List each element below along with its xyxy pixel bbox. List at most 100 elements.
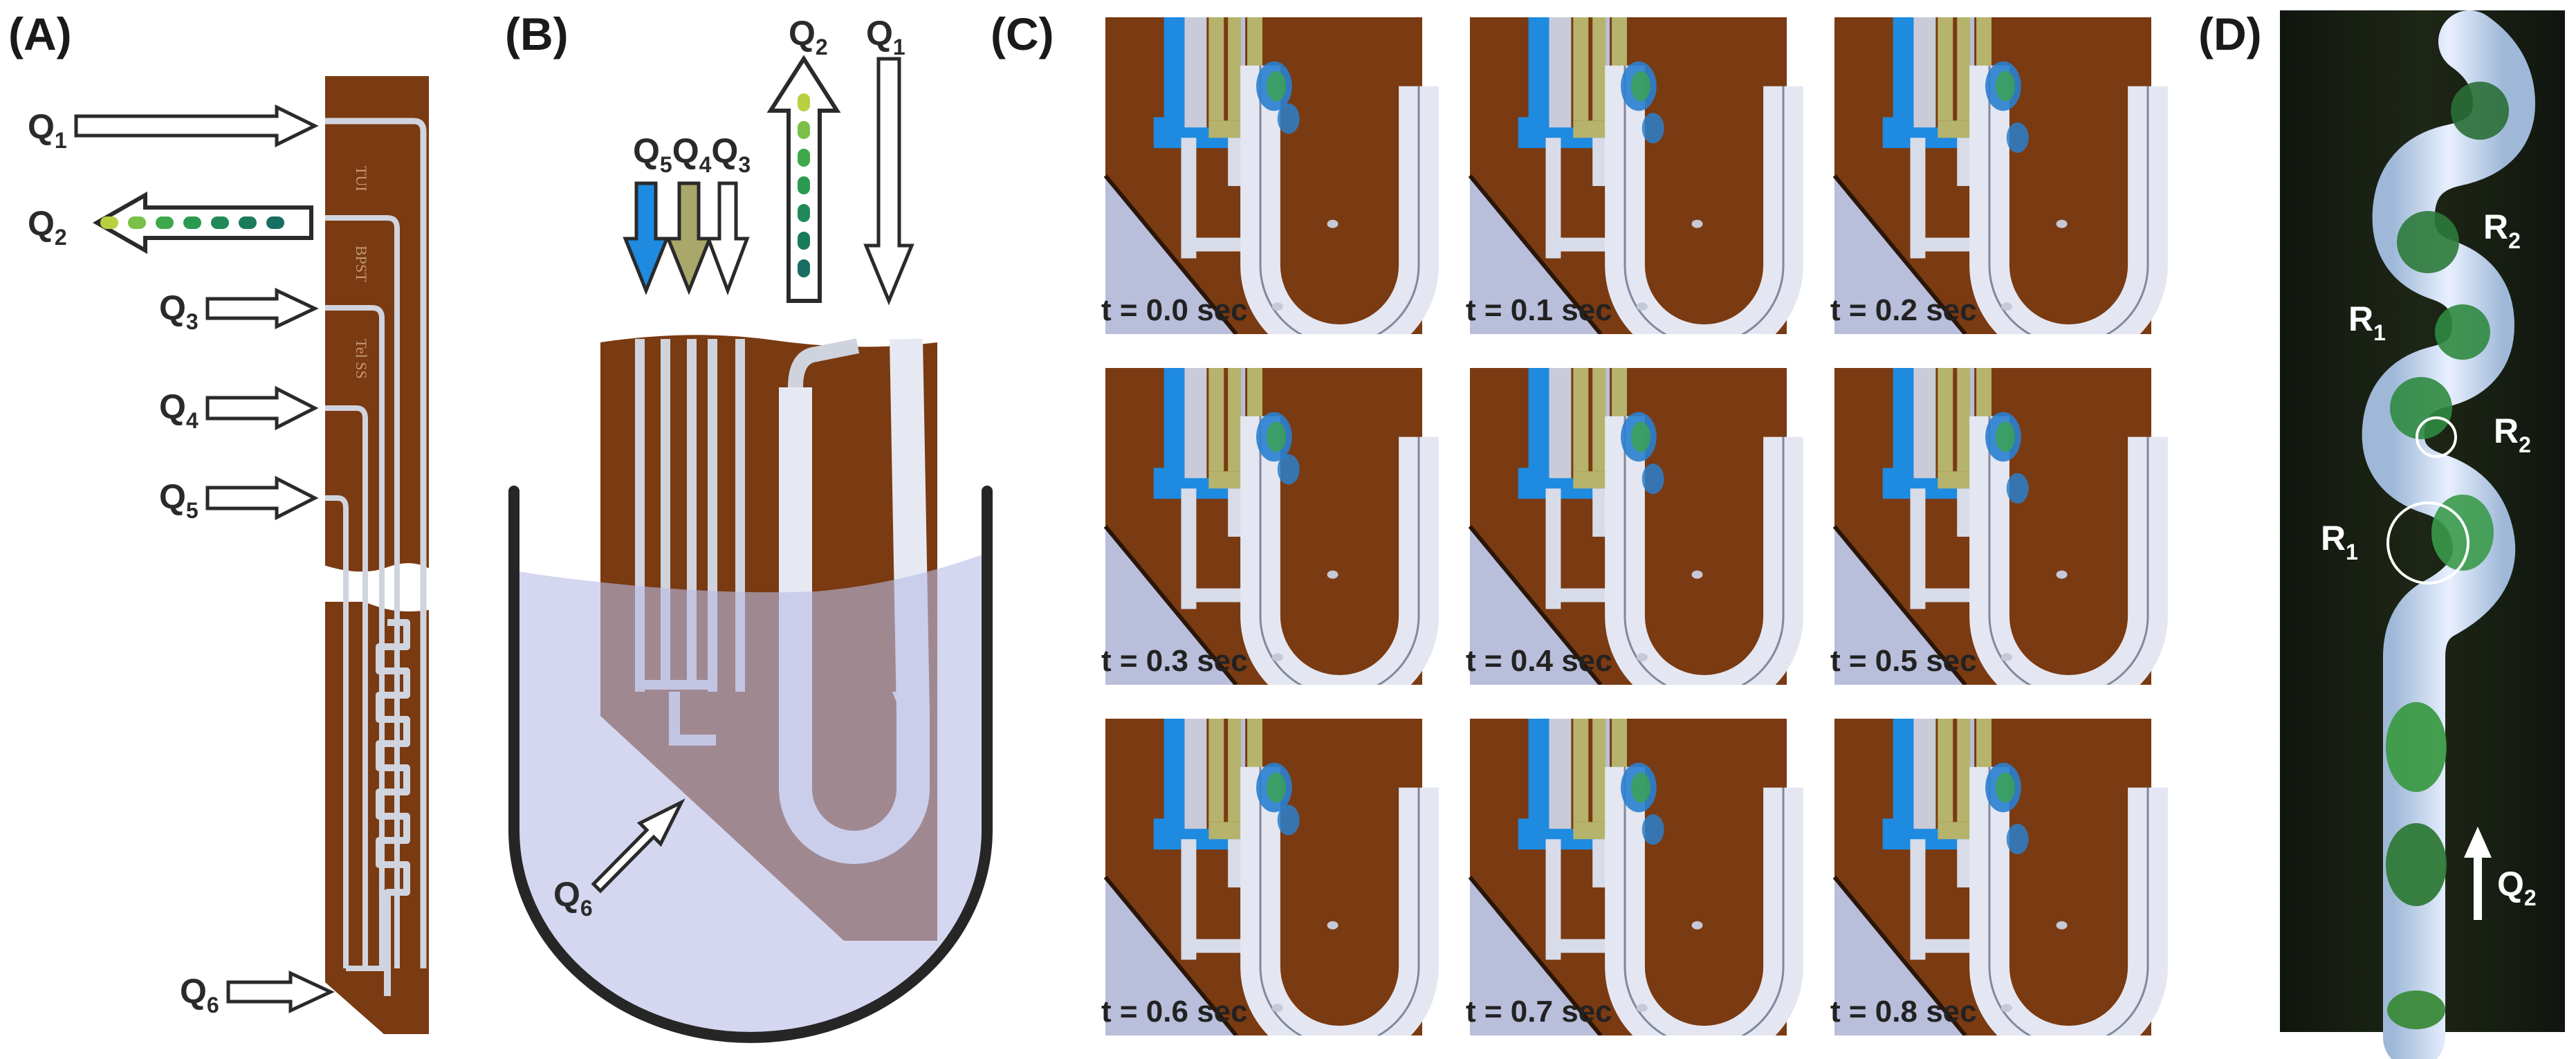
b-q2-droplets <box>798 93 810 277</box>
svg-text:Q2: Q2 <box>2497 865 2537 910</box>
d-flow-arrow <box>2464 827 2492 920</box>
q3-inlet-arrow: Q3 <box>159 288 319 334</box>
frame-droplet <box>2006 824 2029 855</box>
frame-6: t = 0.5 sec <box>1830 368 2151 695</box>
r1-sub: 1 <box>2346 540 2358 564</box>
frame-time-label: t = 0.7 sec <box>1466 995 1612 1029</box>
frame-7: t = 0.6 sec <box>1101 719 1422 1046</box>
r2-sub: 2 <box>2519 432 2531 457</box>
panel-a-chip: TUI BPST Tel SS <box>320 76 436 1034</box>
b-q2-arrow: Q2 <box>766 14 841 303</box>
b-q4-label: Q <box>672 131 699 170</box>
svg-text:Q5Q4Q3: Q5Q4Q3 <box>633 131 751 177</box>
svg-text:Q1: Q1 <box>28 107 67 153</box>
panel-b-letter: (B) <box>505 8 569 59</box>
q1-sub: 1 <box>55 128 67 153</box>
q6-inlet-arrow: Q6 <box>180 970 335 1017</box>
d-q2-label: Q <box>2497 865 2524 903</box>
q3-label: Q <box>159 288 186 327</box>
b-q3-sub: 3 <box>738 152 751 177</box>
chip-marking-2: BPST <box>353 246 370 282</box>
panel-d-letter: (D) <box>2198 8 2262 59</box>
q3-sub: 3 <box>186 309 199 334</box>
frame-time-label: t = 0.6 sec <box>1101 995 1248 1029</box>
panel-a: (A) TUI BPST Tel SS Q1 <box>8 8 436 1034</box>
b-q4-sub: 4 <box>699 152 712 177</box>
panel-d-droplets <box>2386 82 2509 1029</box>
chip-marking-1: TUI <box>353 166 370 192</box>
frame-time-label: t = 0.2 sec <box>1830 293 1977 327</box>
frame-droplet <box>1641 814 1664 845</box>
b-q5-label: Q <box>633 131 660 170</box>
frame-droplet <box>1277 454 1300 485</box>
r1-top-label: R <box>2348 300 2373 338</box>
frame-8: t = 0.7 sec <box>1466 719 1787 1046</box>
frame-5: t = 0.4 sec <box>1466 368 1787 695</box>
b-q5-sub: 5 <box>660 152 672 177</box>
frame-4: t = 0.3 sec <box>1101 368 1422 695</box>
frame-droplet <box>1641 113 1664 144</box>
r2-label: R <box>2494 412 2519 450</box>
q6-label: Q <box>180 972 207 1011</box>
panel-d: (D) R2 R1 R2 R1 Q2 <box>2198 8 2565 1059</box>
frame-droplet <box>1277 804 1300 836</box>
svg-text:Q3: Q3 <box>159 288 199 334</box>
svg-text:R2: R2 <box>2494 412 2531 457</box>
b-q1-sub: 1 <box>893 35 905 59</box>
svg-text:Q1: Q1 <box>866 14 905 59</box>
b-q2-sub: 2 <box>816 35 828 59</box>
b-q3-label: Q <box>711 131 738 170</box>
svg-text:Q5: Q5 <box>159 477 199 523</box>
q6-beaker-arrow: Q6 <box>553 798 686 921</box>
r2-top-label: R <box>2483 208 2508 246</box>
panel-d-photo: R2 R1 R2 R1 Q2 <box>2280 10 2565 1059</box>
frame-time-label: t = 0.1 sec <box>1466 293 1612 327</box>
q2-droplets <box>100 217 284 229</box>
frame-time-label: t = 0.4 sec <box>1466 644 1612 678</box>
panel-b-beaker <box>508 486 993 1043</box>
panel-a-letter: (A) <box>8 8 72 59</box>
svg-text:Q6: Q6 <box>180 972 219 1017</box>
r1-circle <box>2386 501 2469 584</box>
frame-droplet <box>2006 473 2029 504</box>
frame-droplet <box>1641 463 1664 495</box>
frame-droplet <box>1277 103 1300 134</box>
svg-text:Q2: Q2 <box>28 204 67 250</box>
b-q6-label: Q <box>553 875 580 914</box>
frame-2: t = 0.1 sec <box>1466 17 1787 344</box>
b-q1-arrow: Q1 <box>863 14 914 306</box>
r2-top-sub: 2 <box>2508 228 2521 253</box>
panel-b: (B) Q6 Q5Q4Q3 <box>505 8 993 1043</box>
frame-3: t = 0.2 sec <box>1830 17 2151 344</box>
d-q2-sub: 2 <box>2524 885 2537 910</box>
q2-label: Q <box>28 204 55 243</box>
q5-inlet-arrow: Q5 <box>159 475 319 523</box>
panel-c-frames: t = 0.0 sec t = 0.1 sec t = 0.2 sec t = 0.3… <box>1101 17 2151 1046</box>
r1-top-sub: 1 <box>2373 320 2386 345</box>
q1-label: Q <box>28 107 55 146</box>
frame-droplet <box>2006 122 2029 154</box>
b-q2-label: Q <box>789 14 816 53</box>
frame-9: t = 0.8 sec <box>1830 719 2151 1046</box>
panel-c-letter: (C) <box>991 8 1054 59</box>
q1-inlet-arrow: Q1 <box>28 104 319 153</box>
b-inlet-arrows: Q5Q4Q3 <box>623 131 751 296</box>
svg-text:Q6: Q6 <box>553 875 593 921</box>
r2-circle <box>2416 416 2457 458</box>
svg-text:Q4: Q4 <box>159 387 199 433</box>
r1-label: R <box>2321 519 2346 558</box>
frame-time-label: t = 0.5 sec <box>1830 644 1977 678</box>
b-q1-label: Q <box>866 14 893 53</box>
q6-sub: 6 <box>207 993 219 1017</box>
frame-1: t = 0.0 sec <box>1101 17 1422 344</box>
svg-text:R2: R2 <box>2483 208 2521 253</box>
q4-label: Q <box>159 387 186 426</box>
q2-sub: 2 <box>55 225 67 250</box>
frame-time-label: t = 0.8 sec <box>1830 995 1977 1029</box>
frame-time-label: t = 0.0 sec <box>1101 293 1248 327</box>
svg-text:Q2: Q2 <box>789 14 828 59</box>
q4-inlet-arrow: Q4 <box>159 385 319 433</box>
b-q6-sub: 6 <box>580 896 593 921</box>
